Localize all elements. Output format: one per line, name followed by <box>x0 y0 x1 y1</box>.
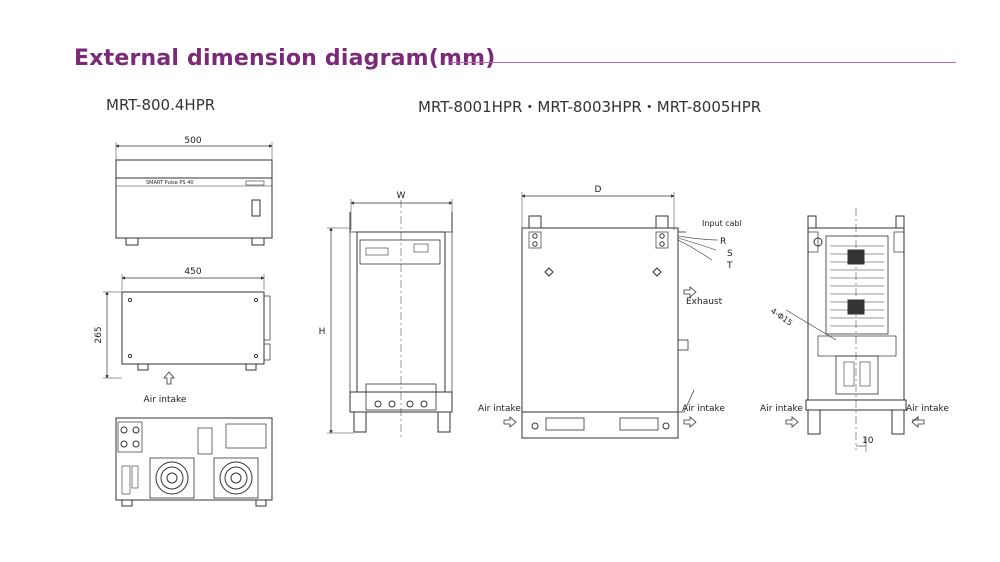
side-air-intake-left-label: Air intake <box>478 404 521 414</box>
rear-air-intake-left-label: Air intake <box>760 404 803 414</box>
left-top-view <box>103 274 271 385</box>
right-depth-label: D <box>595 185 602 195</box>
side-intake-arrows <box>503 416 697 428</box>
rear-air-intake-right-label: Air intake <box>906 404 949 414</box>
right-height-label: H <box>319 327 326 337</box>
phase-s-label: S <box>727 249 733 259</box>
title-rule <box>450 62 956 63</box>
side-air-intake-right-label: Air intake <box>682 404 725 414</box>
exhaust-label: Exhaust <box>686 297 723 307</box>
left-panel-label: SMART Pulse PS 40 <box>146 180 194 186</box>
right-front-view <box>327 199 453 440</box>
left-model-title: MRT-800.4HPR <box>106 96 216 114</box>
left-air-intake-label: Air intake <box>144 395 187 405</box>
right-rear-view <box>785 208 925 452</box>
left-front-width-label: 500 <box>184 136 201 146</box>
right-width-label: W <box>397 191 406 201</box>
hole-label: 4-Φ15 <box>769 306 794 327</box>
left-top-width-label: 450 <box>184 267 201 277</box>
left-side-height-label: 265 <box>94 326 104 343</box>
right-side-view <box>521 192 719 439</box>
offset-label: 10 <box>862 436 874 446</box>
phase-t-label: T <box>726 261 733 271</box>
phase-r-label: R <box>720 237 726 247</box>
right-model-title: MRT-8001HPR・MRT-8003HPR・MRT-8005HPR <box>418 98 762 116</box>
page-title: External dimension diagram(mm) <box>74 46 496 71</box>
left-rear-view <box>115 417 273 507</box>
left-front-view <box>115 142 273 246</box>
input-cable-label: Input cabl <box>702 219 742 228</box>
